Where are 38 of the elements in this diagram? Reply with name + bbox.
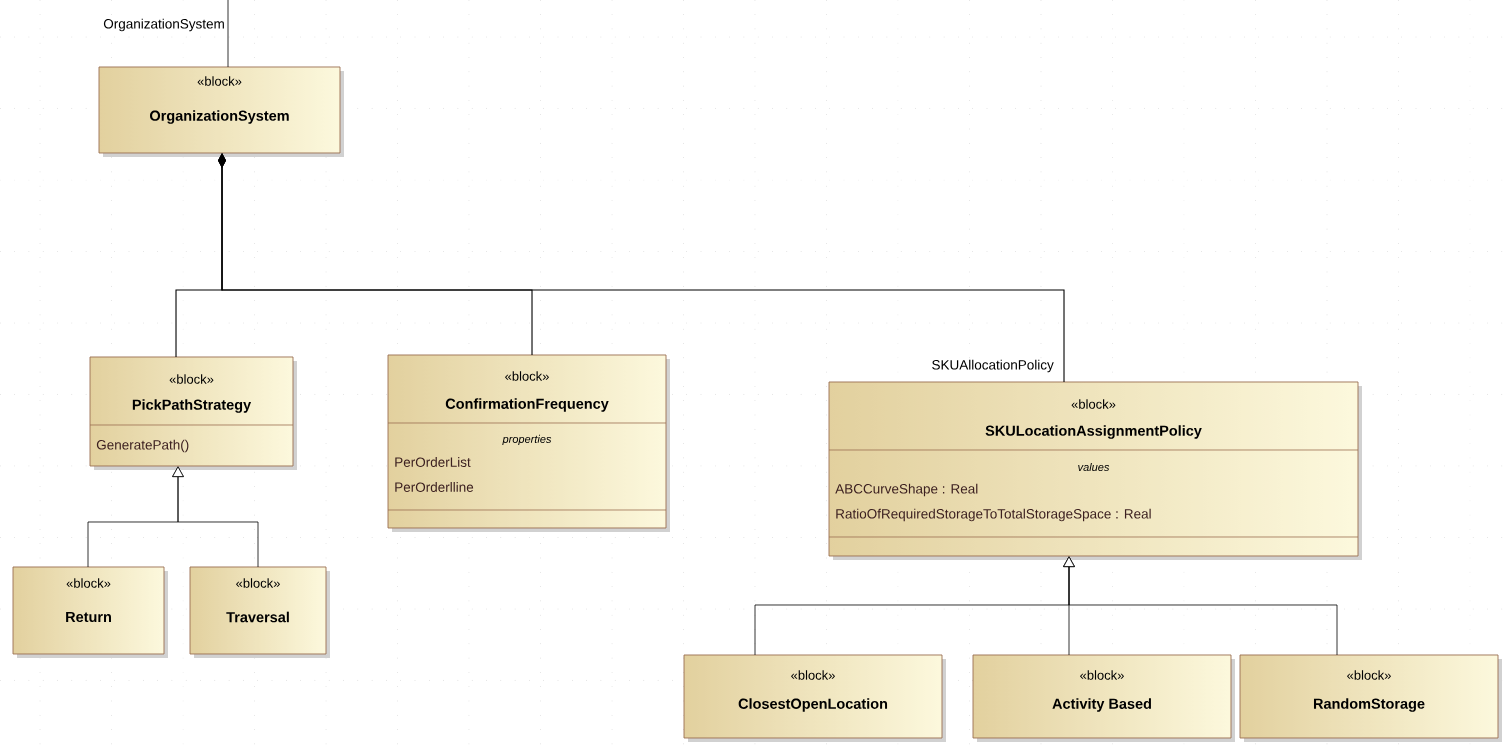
block-name: OrganizationSystem [150, 110, 289, 124]
generalization-arrow [172, 466, 259, 568]
stereotype-text: «block» [1071, 399, 1116, 409]
property-text: PerOrderlline [395, 482, 474, 492]
operation-text: GeneratePath() [96, 439, 189, 453]
stereotype-text: «block» [1080, 670, 1124, 680]
stereotype-text: «block» [1347, 670, 1391, 680]
stereotype-text: «block» [505, 371, 549, 381]
block-name: Activity Based [1052, 698, 1151, 712]
block-box [89, 356, 297, 470]
block-box [828, 381, 1362, 560]
block-box [1239, 654, 1502, 742]
block-name: PickPathStrategy [132, 399, 252, 413]
block-name: RandomStorage [1314, 698, 1425, 712]
compartment-title: properties [502, 434, 552, 446]
stereotype-text: «block» [197, 76, 242, 86]
block-box [972, 654, 1235, 742]
property-text: ABCCurveShape : Real [835, 483, 978, 497]
stereotype-text: «block» [169, 374, 214, 384]
block-box [98, 66, 344, 157]
property-text: PerOrderList [395, 457, 471, 467]
stereotype-text: «block» [66, 578, 111, 588]
composition-line [218, 153, 1065, 383]
block-name: Traversal [226, 611, 289, 623]
compartment-title: values [1078, 462, 1110, 472]
block-box [189, 566, 330, 658]
block-box [12, 566, 168, 658]
block-box [683, 654, 946, 742]
block-box [387, 354, 670, 532]
block-name: Return [66, 611, 111, 623]
connector-line [227, 0, 229, 68]
stereotype-text: «block» [236, 578, 280, 588]
property-text: RatioOfRequiredStorageToTotalStorageSpace : Real [836, 508, 1151, 522]
block-name: ClosestOpenLocation [738, 698, 888, 712]
stereotype-text: «block» [791, 670, 835, 680]
block-name: ConfirmationFrequency [445, 398, 609, 412]
block-name: SKULocationAssignmentPolicy [985, 425, 1202, 439]
generalization-arrow [1063, 556, 1338, 656]
